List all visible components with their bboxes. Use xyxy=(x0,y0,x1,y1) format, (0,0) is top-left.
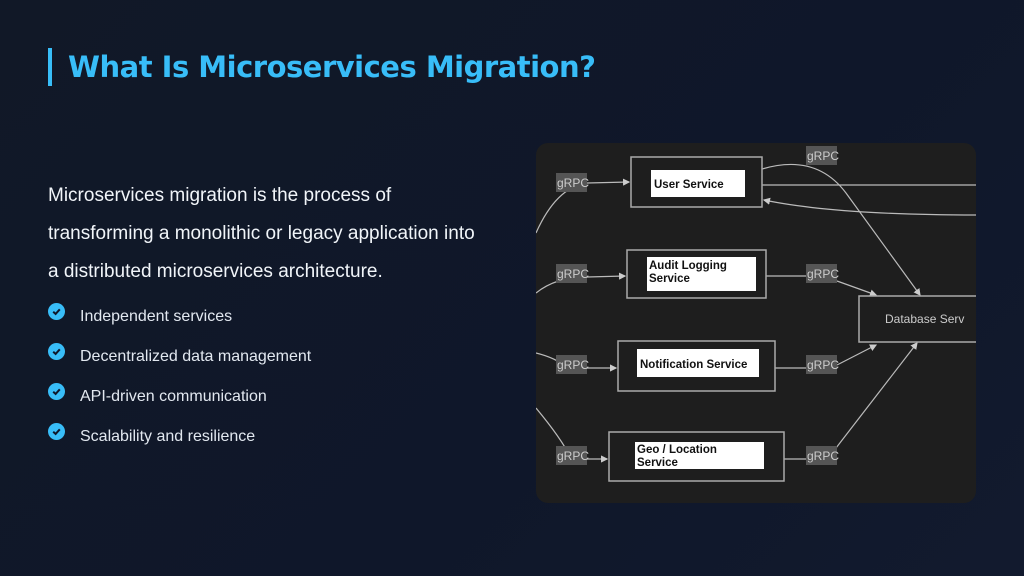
list-item-label: Decentralized data management xyxy=(80,348,312,365)
grpc-label: gRPC xyxy=(557,176,589,190)
list-item-label: Independent services xyxy=(80,308,233,325)
page-title: What Is Microservices Migration? xyxy=(68,50,596,84)
check-circle-icon xyxy=(48,383,65,400)
check-circle-icon xyxy=(48,303,65,320)
grpc-label: gRPC xyxy=(807,267,839,281)
list-item-label: API-driven communication xyxy=(80,388,267,405)
check-circle-icon xyxy=(48,423,65,440)
list-item: Scalability and resilience xyxy=(48,422,311,462)
notification-service-node: Notification Service xyxy=(617,340,776,392)
feature-list: Independent services Decentralized data … xyxy=(48,302,311,462)
list-item: API-driven communication xyxy=(48,382,311,422)
intro-paragraph: Microservices migration is the process o… xyxy=(48,185,475,282)
list-item-label: Scalability and resilience xyxy=(80,428,256,445)
title-accent-bar xyxy=(48,48,52,86)
user-service-label: User Service xyxy=(654,179,724,191)
grpc-label: gRPC xyxy=(807,449,839,463)
database-service-label: Database Serv xyxy=(885,312,964,326)
grpc-labels: gRPC gRPC gRPC gRPC gRPC gRPC gRPC gRPC xyxy=(556,146,839,465)
grpc-label: gRPC xyxy=(807,149,839,163)
user-service-node: User Service xyxy=(630,156,763,208)
list-item: Decentralized data management xyxy=(48,342,311,382)
database-service-node: Database Serv xyxy=(858,295,976,343)
check-circle-icon xyxy=(48,343,65,360)
audit-logging-label: Audit Logging xyxy=(649,260,727,272)
list-item: Independent services xyxy=(48,302,311,342)
grpc-label: gRPC xyxy=(557,449,589,463)
grpc-label: gRPC xyxy=(557,267,589,281)
grpc-label: gRPC xyxy=(807,358,839,372)
notification-service-label: Notification Service xyxy=(640,359,747,371)
grpc-label: gRPC xyxy=(557,358,589,372)
